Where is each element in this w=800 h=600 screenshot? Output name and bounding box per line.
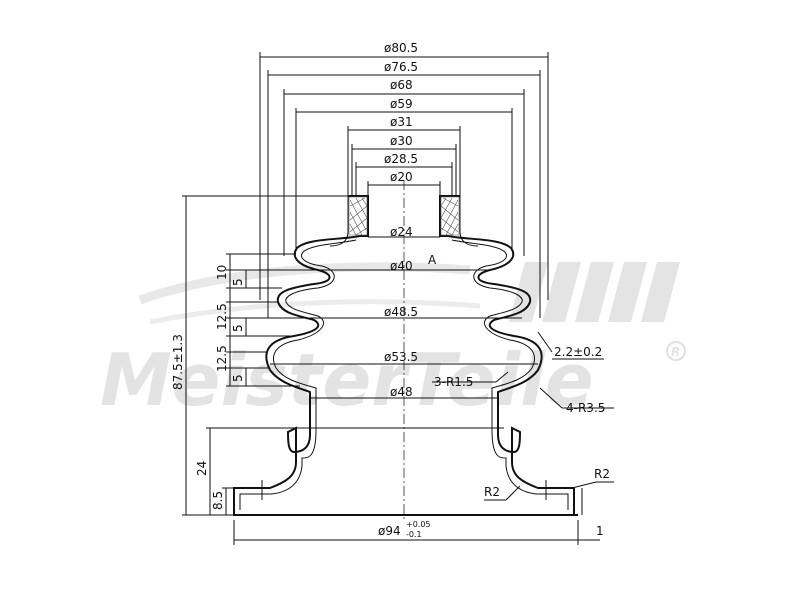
watermark-registered-circle xyxy=(666,341,686,361)
dim-d76-5: ø76.5 xyxy=(384,60,418,74)
dim-d31: ø31 xyxy=(390,115,413,129)
callout-inner-radius: 3-R1.5 xyxy=(434,375,473,389)
callout-radius-top: R2 xyxy=(594,467,610,481)
watermark-brand: MeisterTeile xyxy=(100,338,594,422)
callout-wall-thickness: 2.2±0.2 xyxy=(554,345,602,359)
dim-d48-5: ø48.5 xyxy=(384,305,418,319)
dim-d40: ø40 xyxy=(390,259,413,273)
callout-radius-inner: R2 xyxy=(484,485,500,499)
dim-height-total: 87.5±1.3 xyxy=(171,334,185,390)
dim-base-height: 24 xyxy=(195,461,209,476)
vertical-dims xyxy=(182,195,348,516)
dim-d48: ø48 xyxy=(390,385,413,399)
dim-d59: ø59 xyxy=(390,97,413,111)
watermark-registered: R xyxy=(671,345,680,359)
dim-d94-tol-upper: +0.05 xyxy=(406,520,431,529)
dim-d30: ø30 xyxy=(390,134,413,148)
top-diameter-dims xyxy=(259,52,549,318)
dim-flange-thickness: 1 xyxy=(596,524,604,538)
dim-d94: ø94 xyxy=(378,524,401,538)
dim-d24: ø24 xyxy=(390,225,413,239)
inner-diameter-dims xyxy=(270,236,538,399)
section-marker-a: A xyxy=(428,253,437,267)
dim-fold-1: 5 xyxy=(231,278,245,286)
dim-fold-2: 5 xyxy=(231,324,245,332)
dim-d20: ø20 xyxy=(390,170,413,184)
dim-pitch-1: 10 xyxy=(215,265,229,280)
dim-fold-3: 5 xyxy=(231,374,245,382)
dim-d94-tol-lower: -0.1 xyxy=(406,530,422,539)
dim-d53-5: ø53.5 xyxy=(384,350,418,364)
callout-leaders xyxy=(432,331,614,501)
dim-d80-5: ø80.5 xyxy=(384,41,418,55)
boot-right-profile xyxy=(439,195,583,515)
dim-flange-height: 8.5 xyxy=(211,491,225,510)
callout-outer-radius: 4-R3.5 xyxy=(566,401,605,415)
dim-pitch-2: 12.5 xyxy=(215,303,229,330)
dim-d28-5: ø28.5 xyxy=(384,152,418,166)
dim-pitch-3: 12.5 xyxy=(215,345,229,372)
dim-d68: ø68 xyxy=(390,78,413,92)
bottom-diameter-dim xyxy=(233,520,600,545)
